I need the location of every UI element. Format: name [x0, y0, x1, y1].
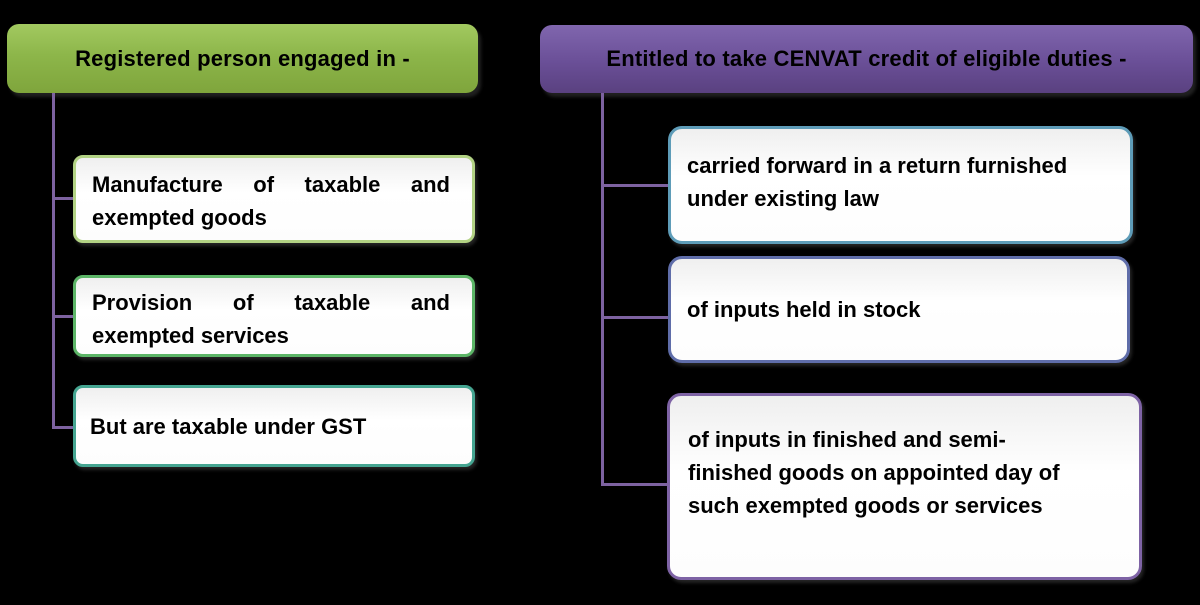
left-header-label: Registered person engaged in -	[75, 45, 410, 71]
right-header-label: Entitled to take CENVAT credit of eligib…	[606, 46, 1127, 71]
left-item-taxable-gst: But are taxable under GST	[73, 385, 475, 467]
left-item-provision: Provision of taxable and exempted servic…	[73, 275, 475, 357]
right-connector-branch-3	[601, 483, 667, 486]
left-connector-branch-1	[52, 197, 75, 200]
left-connector-trunk	[52, 93, 55, 429]
right-connector-trunk	[601, 93, 604, 486]
right-connector-branch-2	[601, 316, 668, 319]
left-item-manufacture: Manufacture of taxable and exempted good…	[73, 155, 475, 243]
right-connector-branch-1	[601, 184, 668, 187]
right-header: Entitled to take CENVAT credit of eligib…	[540, 25, 1193, 93]
left-header: Registered person engaged in -	[7, 24, 478, 93]
right-item-carried-forward: carried forward in a return furnished un…	[668, 126, 1133, 244]
left-connector-branch-3	[52, 426, 75, 429]
left-connector-branch-2	[52, 315, 75, 318]
right-item-inputs-finished-goods: of inputs in finished and semi- finished…	[667, 393, 1142, 580]
right-item-inputs-in-stock: of inputs held in stock	[668, 256, 1130, 363]
